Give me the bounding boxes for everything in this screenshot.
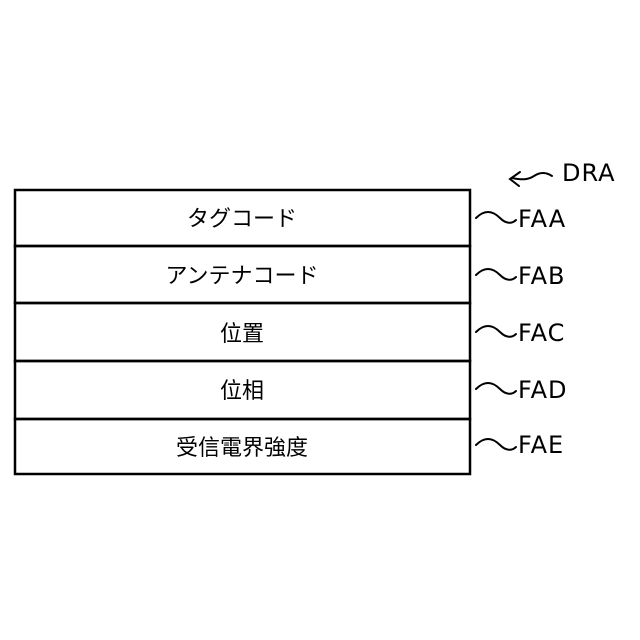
field-text: 位置: [220, 322, 264, 347]
leader-line-icon: [476, 439, 516, 450]
field-text: アンテナコード: [165, 264, 318, 289]
field-row-1: タグコード FAA: [15, 190, 566, 246]
leader-line-icon: [476, 269, 516, 280]
record-label: DRA: [562, 159, 616, 187]
record-label-group: DRA: [510, 159, 616, 187]
field-text: 位相: [220, 379, 264, 404]
leader-line-icon: [476, 212, 516, 223]
field-row-3: 位置 FAC: [15, 303, 565, 361]
leader-line-icon: [476, 383, 516, 394]
leader-line-icon: [476, 326, 516, 337]
field-label: FAB: [518, 262, 565, 290]
field-row-4: 位相 FAD: [15, 361, 568, 419]
field-label: FAA: [518, 205, 566, 233]
field-label: FAC: [518, 319, 565, 347]
field-text: タグコード: [187, 207, 297, 232]
field-row-5: 受信電界強度 FAE: [15, 419, 564, 474]
field-label: FAE: [518, 431, 564, 459]
field-text: 受信電界強度: [176, 436, 308, 461]
field-row-2: アンテナコード FAB: [15, 246, 565, 303]
field-label: FAD: [518, 376, 568, 404]
